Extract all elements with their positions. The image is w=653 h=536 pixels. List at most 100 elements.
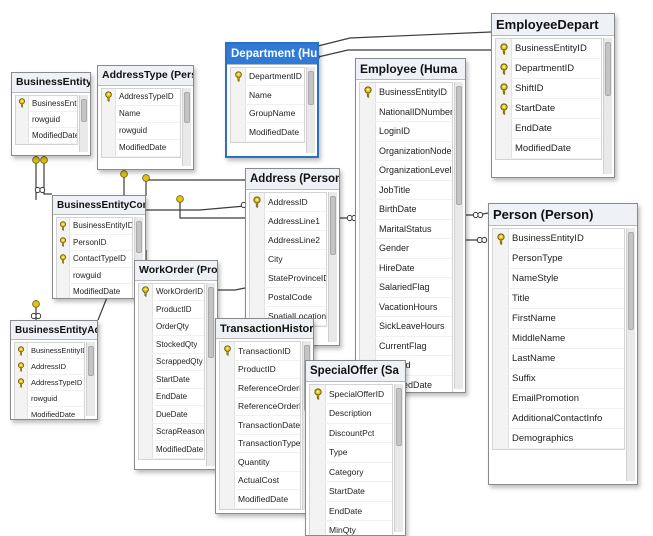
column-row[interactable]: rowguid	[16, 111, 77, 128]
table-businessentityaddress[interactable]: BusinessEntityAddrBusinessEntityIDAddres…	[10, 320, 98, 420]
column-row[interactable]: ScrappedQty	[139, 353, 204, 371]
column-row[interactable]: EmailPromotion	[493, 389, 624, 409]
column-row[interactable]: DiscountPct	[310, 423, 392, 443]
table-title[interactable]: EmployeeDepart	[492, 14, 614, 36]
vertical-scrollbar[interactable]	[206, 282, 215, 466]
scrollbar-thumb[interactable]	[308, 70, 314, 106]
column-row[interactable]: BusinessEntityID	[493, 229, 624, 249]
column-row[interactable]: BusinessEntityID	[360, 83, 452, 103]
scrollbar-thumb[interactable]	[628, 232, 634, 331]
vertical-scrollbar[interactable]	[394, 383, 403, 532]
column-row[interactable]: HireDate	[360, 258, 452, 278]
table-title[interactable]: SpecialOffer (Sa	[306, 361, 405, 382]
column-row[interactable]: AddressTypeID	[15, 375, 84, 391]
column-row[interactable]: ShiftID	[496, 79, 601, 99]
column-row[interactable]: City	[250, 249, 326, 269]
column-row[interactable]: StockedQty	[139, 336, 204, 354]
table-title[interactable]: BusinessEntityConta	[53, 196, 145, 215]
column-row[interactable]: AddressLine1	[250, 211, 326, 231]
column-row[interactable]: PersonType	[493, 249, 624, 269]
column-row[interactable]: ReferenceOrderL...	[220, 397, 300, 416]
column-row[interactable]: SalariedFlag	[360, 278, 452, 298]
scrollbar-thumb[interactable]	[396, 387, 402, 446]
column-row[interactable]: OrderQty	[139, 318, 204, 336]
column-row[interactable]: DepartmentID	[231, 67, 304, 86]
column-row[interactable]: CurrentFlag	[360, 336, 452, 356]
column-row[interactable]: FirstName	[493, 309, 624, 329]
column-row[interactable]: BusinessEntityID	[15, 343, 84, 359]
column-row[interactable]: ModifiedDate	[139, 441, 204, 459]
column-row[interactable]: PersonID	[57, 234, 132, 251]
column-row[interactable]: ModifiedDate	[16, 127, 77, 144]
table-title[interactable]: Department (Hu	[227, 44, 317, 65]
column-row[interactable]: AddressID	[15, 359, 84, 375]
column-row[interactable]: StartDate	[139, 371, 204, 389]
column-row[interactable]: LoginID	[360, 122, 452, 142]
column-row[interactable]: NameStyle	[493, 269, 624, 289]
scrollbar-thumb[interactable]	[330, 195, 336, 255]
column-row[interactable]: MinQty	[310, 521, 392, 535]
column-row[interactable]: EndDate	[496, 119, 601, 139]
scrollbar-thumb[interactable]	[456, 86, 462, 205]
vertical-scrollbar[interactable]	[134, 217, 143, 295]
column-row[interactable]: OrganizationLevel	[360, 161, 452, 181]
column-row[interactable]: WorkOrderID	[139, 283, 204, 301]
vertical-scrollbar[interactable]	[182, 87, 191, 166]
vertical-scrollbar[interactable]	[626, 228, 635, 481]
column-row[interactable]: Quantity	[220, 453, 300, 472]
table-businessentitycontact[interactable]: BusinessEntityContaBusinessEntityIDPerso…	[52, 195, 146, 299]
scrollbar-thumb[interactable]	[184, 91, 190, 124]
table-title[interactable]: AddressType (Perso	[98, 66, 193, 86]
table-title[interactable]: WorkOrder (Pro	[135, 261, 217, 281]
column-row[interactable]: StartDate	[310, 482, 392, 502]
column-row[interactable]: AddressTypeID	[102, 88, 180, 106]
column-row[interactable]: DueDate	[139, 406, 204, 424]
vertical-scrollbar[interactable]	[328, 191, 337, 342]
column-row[interactable]: ProductID	[139, 301, 204, 319]
table-businessentity[interactable]: BusinessEntity ( BusinessEntityIDrowguidM…	[11, 72, 91, 156]
column-row[interactable]: rowguid	[102, 122, 180, 140]
scrollbar-thumb[interactable]	[88, 346, 94, 377]
column-row[interactable]: Description	[310, 404, 392, 424]
column-row[interactable]: ContactTypeID	[57, 251, 132, 268]
column-row[interactable]: EndDate	[139, 388, 204, 406]
column-row[interactable]: NationalIDNumber	[360, 102, 452, 122]
column-row[interactable]: BirthDate	[360, 200, 452, 220]
column-row[interactable]: GroupName	[231, 104, 304, 123]
column-row[interactable]: ReferenceOrderID	[220, 379, 300, 398]
column-row[interactable]: StateProvinceID	[250, 268, 326, 288]
column-row[interactable]: AdditionalContactInfo	[493, 409, 624, 429]
scrollbar-thumb[interactable]	[136, 221, 142, 253]
column-row[interactable]: MaritalStatus	[360, 219, 452, 239]
column-row[interactable]: BusinessEntityID	[496, 39, 601, 59]
column-row[interactable]: ModifiedDate	[57, 284, 132, 298]
vertical-scrollbar[interactable]	[306, 66, 315, 153]
column-row[interactable]: Name	[231, 86, 304, 105]
vertical-scrollbar[interactable]	[603, 38, 612, 174]
column-row[interactable]: BusinessEntityID	[16, 95, 77, 112]
column-row[interactable]: SickLeaveHours	[360, 317, 452, 337]
column-row[interactable]: SpecialOfferID	[310, 384, 392, 404]
vertical-scrollbar[interactable]	[79, 94, 88, 152]
table-addresstype[interactable]: AddressType (PersoAddressTypeIDNamerowgu…	[97, 65, 194, 170]
column-row[interactable]: Gender	[360, 239, 452, 259]
column-row[interactable]: AddressLine2	[250, 230, 326, 250]
column-row[interactable]: ScrapReasonID	[139, 423, 204, 441]
table-title[interactable]: Employee (Huma	[356, 59, 465, 80]
column-row[interactable]: TransactionDate	[220, 416, 300, 435]
column-row[interactable]: MiddleName	[493, 329, 624, 349]
table-title[interactable]: BusinessEntityAddr	[11, 321, 97, 340]
column-row[interactable]: Category	[310, 462, 392, 482]
table-title[interactable]: BusinessEntity (	[12, 73, 90, 93]
table-title[interactable]: Address (Person	[246, 169, 339, 190]
vertical-scrollbar[interactable]	[454, 82, 463, 389]
column-row[interactable]: OrganizationNode	[360, 141, 452, 161]
column-row[interactable]: Title	[493, 289, 624, 309]
column-row[interactable]: Suffix	[493, 369, 624, 389]
column-row[interactable]: Demographics	[493, 429, 624, 449]
column-row[interactable]: rowguid	[57, 267, 132, 284]
